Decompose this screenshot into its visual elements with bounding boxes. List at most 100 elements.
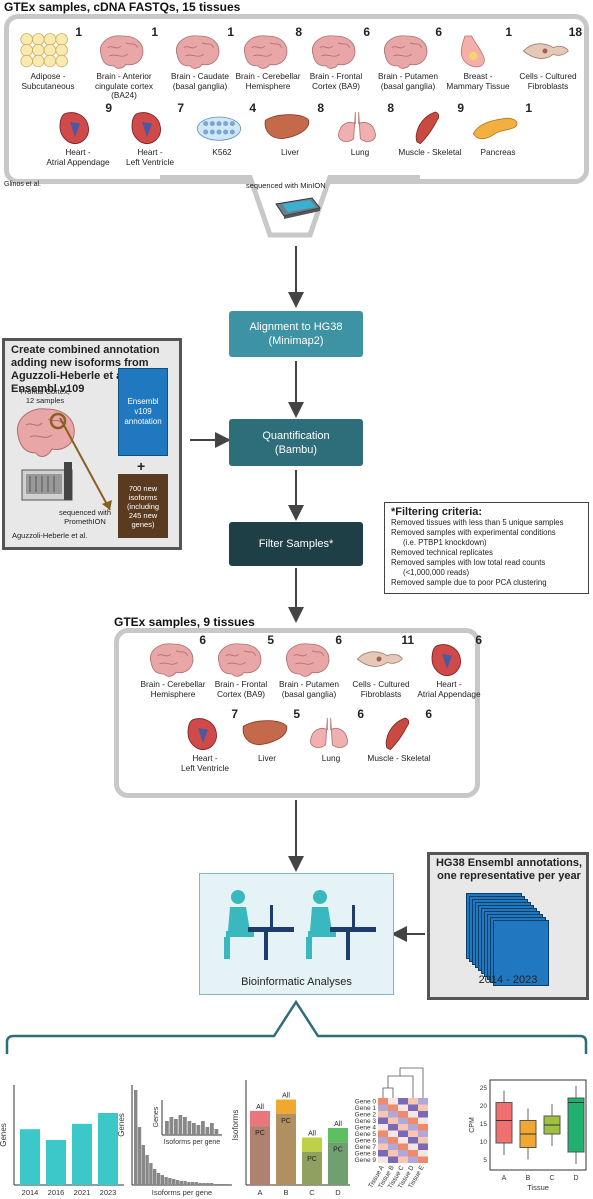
fibroblast-icon xyxy=(520,32,570,73)
heatmap-cell xyxy=(398,1104,408,1111)
box-ytick: 25 xyxy=(480,1085,488,1092)
tissue-count: 7 xyxy=(177,101,184,115)
liver-icon xyxy=(262,108,312,149)
heatmap-row-label: Gene 6 xyxy=(355,1138,377,1145)
hist-bar xyxy=(149,1163,153,1185)
tissue-count: 1 xyxy=(75,25,82,39)
heatmap-row-label: Gene 4 xyxy=(355,1125,377,1132)
minion-device-icon xyxy=(275,197,321,219)
tissue-label: Brain - Frontal Cortex (BA9) xyxy=(214,679,268,699)
mid-tissue-item: 5 Brain - Frontal Cortex (BA9) xyxy=(206,634,276,712)
fibroblast-icon xyxy=(354,640,404,681)
promethion-label: sequenced with PromethION xyxy=(58,508,112,526)
tissue-label: Lung xyxy=(321,753,341,763)
heatmap-cell xyxy=(388,1150,398,1157)
tissue-count: 8 xyxy=(387,101,394,115)
lung-icon xyxy=(304,714,354,755)
iso-pc-segment xyxy=(328,1142,348,1185)
tissue-count: 8 xyxy=(317,101,324,115)
muscle-icon xyxy=(402,108,452,149)
heatmap-cell xyxy=(378,1104,388,1111)
heatmap-row-label: Gene 7 xyxy=(355,1144,377,1151)
hist-bar xyxy=(187,1182,191,1185)
tissue-count: 6 xyxy=(475,633,482,647)
liver-icon xyxy=(240,714,290,755)
tissue-count: 9 xyxy=(105,101,112,115)
heatmap-cell xyxy=(378,1130,388,1137)
heart-icon xyxy=(178,714,228,755)
top-tissue-item: 8 Brain - Cerebellar Hemisphere xyxy=(230,26,306,104)
tissue-label: Brain - Putamen (basal ganglia) xyxy=(279,679,339,699)
iso-all-label: All xyxy=(308,1131,316,1138)
heatmap-row-label: Gene 2 xyxy=(355,1112,377,1119)
inset-bar xyxy=(205,1127,210,1135)
filtering-title: *Filtering criteria: xyxy=(391,506,483,518)
heatmap-cell xyxy=(418,1143,428,1150)
tissue-count: 6 xyxy=(335,633,342,647)
heatmap-cell xyxy=(388,1156,398,1163)
inset-bar xyxy=(169,1117,174,1135)
heatmap-cell xyxy=(408,1137,418,1144)
iso-all-segment xyxy=(302,1137,322,1152)
iso-tick-label: B xyxy=(283,1188,288,1197)
top-tissue-item: 6 Brain - Frontal Cortex (BA9) xyxy=(298,26,374,104)
tissue-label: Muscle - Skeletal xyxy=(367,753,431,763)
frontal-cortex-label: Frontal Cortex, 12 samples xyxy=(20,387,70,405)
hist-bar xyxy=(183,1181,187,1185)
iso-all-label: All xyxy=(334,1121,342,1128)
inset-bar xyxy=(183,1117,187,1135)
tissue-count: 8 xyxy=(295,25,302,39)
tissue-count: 5 xyxy=(293,707,300,721)
hist-xlabel: Isoforms per gene xyxy=(152,1188,212,1197)
mid-tissue-item: 6 Heart - Atrial Appendage xyxy=(414,634,484,712)
heatmap-cell xyxy=(398,1143,408,1150)
filtering-item: Removed tissues with less than 5 unique … xyxy=(391,518,564,527)
tissue-count: 6 xyxy=(435,25,442,39)
heatmap-cell xyxy=(418,1156,428,1163)
brain-icon xyxy=(96,32,146,73)
mid-tissue-item: 7 Heart - Left Ventricle xyxy=(170,708,240,786)
quantification-line2: (Bambu) xyxy=(274,443,318,456)
iso-tick-label: D xyxy=(335,1188,341,1197)
heatmap-cell xyxy=(408,1111,418,1118)
hist-bar xyxy=(217,1184,221,1185)
heatmap-cell xyxy=(418,1150,428,1157)
top-tissue-item: 8 Lung xyxy=(322,102,398,180)
inset-bar xyxy=(196,1125,201,1135)
heatmap-cell xyxy=(418,1117,428,1124)
mid-tissue-item: 11 Cells - Cultured Fibroblasts xyxy=(346,634,416,712)
heatmap-cell xyxy=(388,1124,398,1131)
alignment-line1: Alignment to HG38 xyxy=(249,321,343,333)
mid-tissue-item: 6 Lung xyxy=(296,708,366,786)
iso-pc-label: PC xyxy=(307,1156,317,1163)
inset-bar xyxy=(187,1121,192,1135)
tissue-label: Breast - Mammary Tissue xyxy=(446,71,510,91)
top-tissue-item: 9 Muscle - Skeletal xyxy=(392,102,468,180)
heatmap-cell xyxy=(408,1124,418,1131)
tissue-label: Cells - Cultured Fibroblasts xyxy=(519,71,577,91)
annotations-range: 2014 - 2023 xyxy=(478,974,538,986)
box-ytick: 15 xyxy=(480,1121,488,1128)
heatmap-cell xyxy=(408,1156,418,1163)
hist-bar xyxy=(141,1145,145,1185)
tissue-label: Heart - Atrial Appendage xyxy=(417,679,481,699)
tissue-count: 1 xyxy=(151,25,158,39)
box-xtick: A xyxy=(502,1175,507,1182)
genes-bar xyxy=(98,1113,118,1185)
heatmap-row-label: Gene 1 xyxy=(355,1105,377,1112)
heatmap-cell xyxy=(398,1156,408,1163)
quantification-step: Quantification (Bambu) xyxy=(229,419,363,466)
heatmap-cell xyxy=(388,1098,398,1105)
glinos-source: Glinos et al. xyxy=(4,181,41,188)
hist-bar xyxy=(202,1183,206,1185)
tissue-label: Brain - Putamen (basal ganglia) xyxy=(378,71,438,91)
top-tissue-item: 1 Brain - Caudate (basal ganglia) xyxy=(162,26,238,104)
tissue-count: 1 xyxy=(505,25,512,39)
heatmap-cell xyxy=(418,1098,428,1105)
hist-bar xyxy=(137,1127,142,1185)
hist-ylabel: Genes xyxy=(117,1113,126,1137)
tissue-count: 18 xyxy=(568,25,582,39)
iso-tick-label: C xyxy=(309,1188,315,1197)
